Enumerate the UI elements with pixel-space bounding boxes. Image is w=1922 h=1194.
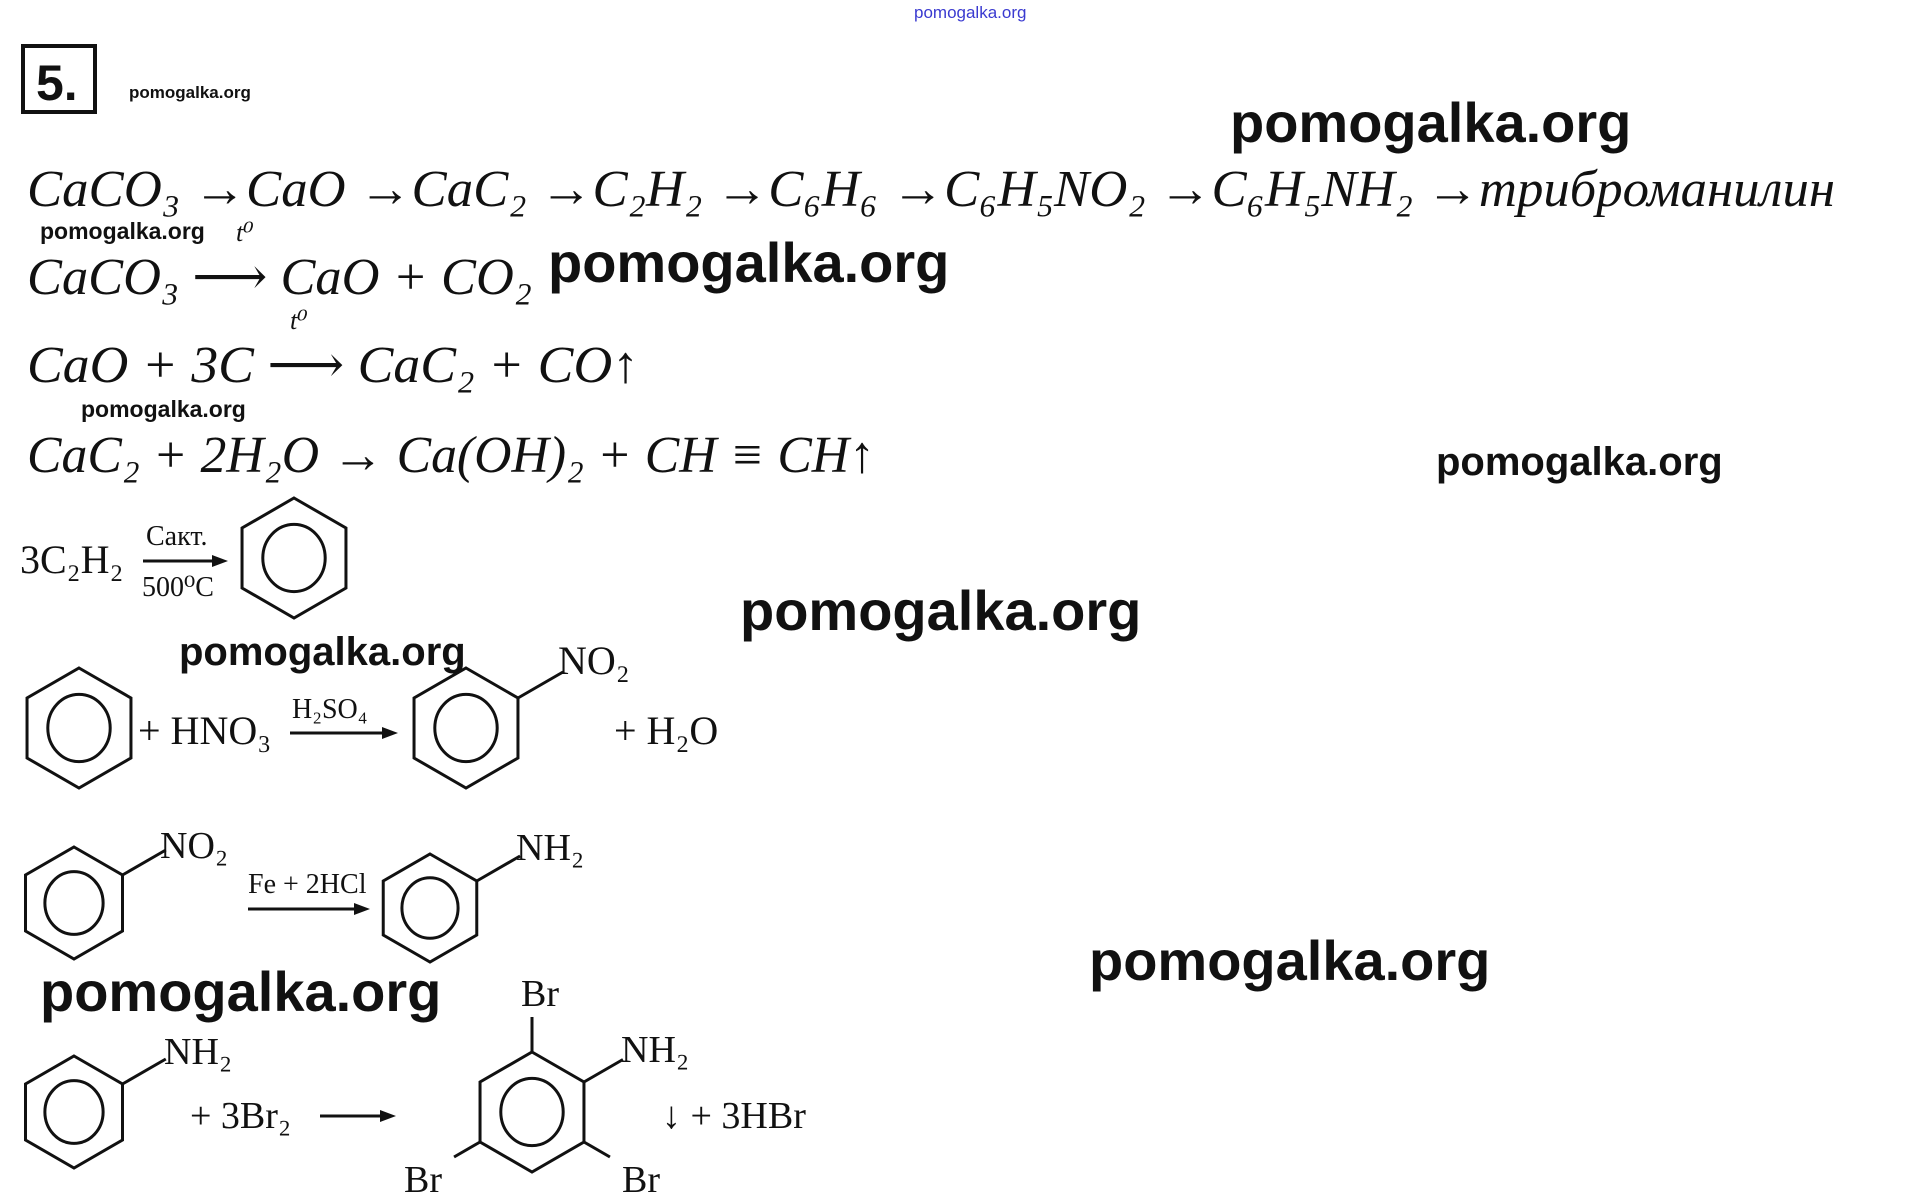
watermark: pomogalka.org — [1089, 929, 1490, 992]
equation-2: CaO + 3C ⟶ CaC₂ + CO↑ — [27, 337, 639, 394]
watermark: pomogalka.org — [40, 960, 441, 1023]
site-link[interactable]: pomogalka.org — [914, 3, 1026, 22]
temperature-label: 500⁰C — [142, 572, 214, 603]
equation-1-condition: t⁰ — [236, 218, 254, 247]
task-number-box — [21, 44, 97, 114]
benzene-ring — [412, 666, 520, 790]
conversion-scheme: CaCO₃ →CaO →CaC₂ →C₂H₂ →C₆H₆ →C₆H₅NO₂ →C… — [27, 161, 1835, 218]
watermark: pomogalka.org — [548, 231, 949, 294]
benzene-ring — [240, 496, 348, 620]
nitric-acid-reagent: + HNO₃ — [138, 708, 271, 753]
amino-group: NH₂ — [621, 1029, 689, 1071]
benzene-ring — [478, 1050, 586, 1174]
reducing-agent: Fe + 2HCl — [248, 869, 367, 900]
watermark: pomogalka.org — [1436, 440, 1723, 484]
aromatic-circle — [261, 522, 327, 594]
aromatic-circle — [43, 870, 105, 936]
substituent-bond — [476, 854, 521, 883]
nitro-group: NO₂ — [160, 825, 228, 867]
arrow-head — [382, 727, 398, 739]
substituent-bond — [121, 848, 167, 877]
equation-3: CaC₂ + 2H₂O → Ca(OH)₂ + CH ≡ CH↑ — [27, 427, 875, 484]
amino-group: NH₂ — [516, 827, 584, 869]
aromatic-circle — [400, 876, 460, 940]
substituent-bond — [121, 1057, 167, 1086]
aromatic-circle — [46, 692, 112, 764]
sulfuric-acid-catalyst: H₂SO₄ — [292, 694, 368, 725]
substituent-bond — [453, 1140, 481, 1159]
water-byproduct: + H₂O — [614, 708, 718, 753]
arrow-head — [380, 1110, 396, 1122]
equation-2-condition: t⁰ — [290, 306, 308, 335]
structure-drawings — [24, 496, 624, 1174]
bromine-reagent: + 3Br₂ — [190, 1095, 291, 1137]
task-number: 5. — [36, 55, 78, 111]
bromine-top: Br — [521, 973, 559, 1015]
benzene-ring — [25, 666, 133, 790]
arrow-head — [212, 555, 228, 567]
aromatic-circle — [433, 692, 499, 764]
benzene-ring — [24, 1054, 124, 1170]
amino-group: NH₂ — [164, 1031, 232, 1073]
substituent-bond — [517, 670, 564, 700]
watermark: pomogalka.org — [1230, 91, 1631, 154]
bromine-right: Br — [622, 1159, 660, 1194]
arrow-head — [354, 903, 370, 915]
catalyst-label: Cакт. — [146, 521, 207, 552]
substituent-bond — [583, 1140, 611, 1159]
benzene-ring — [381, 852, 479, 964]
acetylene-reactant: 3C₂H₂ — [20, 537, 123, 582]
bromine-left: Br — [404, 1159, 442, 1194]
watermark: pomogalka.org — [129, 83, 251, 102]
watermark: pomogalka.org — [81, 396, 246, 422]
aromatic-circle — [43, 1079, 105, 1145]
watermark: pomogalka.org — [179, 630, 466, 674]
equation-1: CaCO₃ ⟶ CaO + CO₂ — [27, 249, 532, 306]
substituent-bond — [583, 1058, 624, 1084]
watermark: pomogalka.org — [40, 218, 205, 244]
hbr-byproduct: ↓ + 3HBr — [662, 1095, 806, 1137]
watermark: pomogalka.org — [740, 579, 1141, 642]
nitro-group: NO₂ — [558, 638, 630, 683]
benzene-ring — [24, 845, 124, 961]
aromatic-circle — [499, 1076, 565, 1148]
